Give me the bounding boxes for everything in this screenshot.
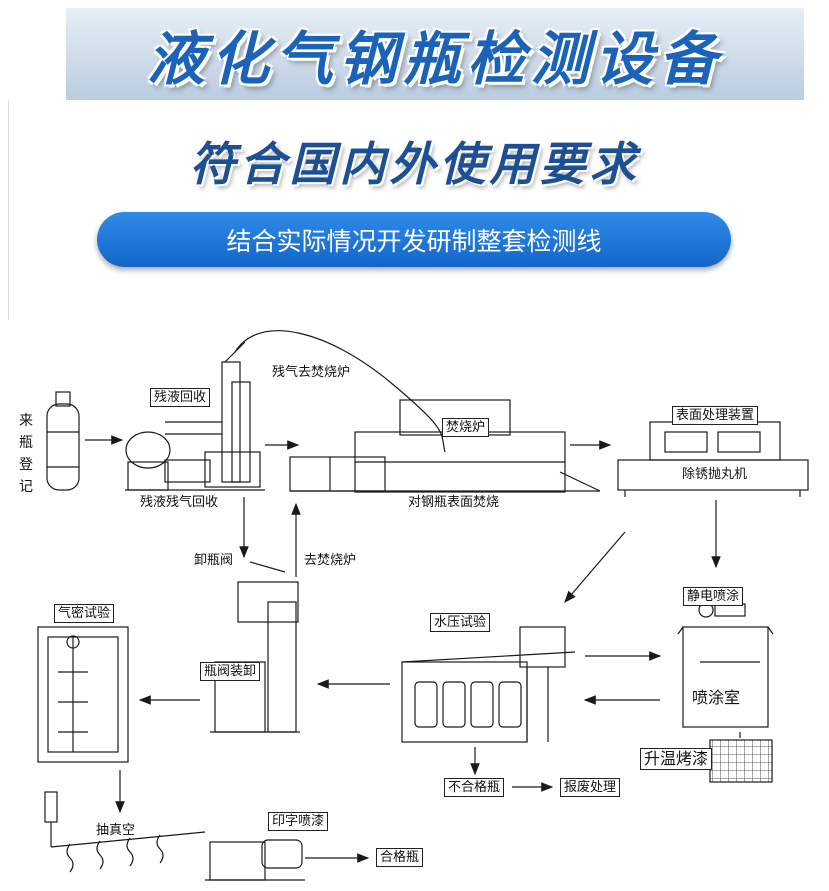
process-flow-drawing (37, 330, 809, 881)
label-air-tightness-test: 气密试验 (54, 604, 115, 623)
title-banner: 液化气钢瓶检测设备 (66, 8, 804, 100)
residual-gas-pipe (234, 330, 446, 453)
label-to-incinerator: 去焚烧炉 (304, 553, 357, 568)
label-spray-room: 喷涂室 (692, 688, 741, 707)
incoming-cylinder-icon (46, 391, 80, 491)
label-incoming: 来瓶登记 (19, 413, 33, 495)
label-surface-treatment: 表面处理装置 (672, 406, 759, 425)
label-scrap-processing: 报废处理 (560, 778, 621, 797)
page-title: 液化气钢瓶检测设备 (146, 25, 723, 93)
arrow-to-hydrostatic (564, 531, 626, 603)
page-subtitle: 符合国内外使用要求 (189, 137, 640, 191)
residual-recovery-unit-icon (125, 341, 265, 491)
label-incinerator: 焚烧炉 (442, 418, 490, 437)
label-shot-blasting: 除锈抛丸机 (682, 467, 748, 482)
label-electrostatic-spray: 静电喷涂 (683, 587, 744, 606)
hydrostatic-test-station-icon (401, 626, 576, 743)
label-residual-liquid-gas-recovery: 残液残气回收 (140, 495, 219, 510)
feature-pill-text: 结合实际情况开发研制整套检测线 (226, 226, 602, 256)
label-heating-baking: 升温烤漆 (640, 748, 713, 770)
label-hydrostatic-test: 水压试验 (430, 613, 491, 632)
vacuum-manifold-icon (44, 791, 206, 873)
valve-unloading-station-icon (210, 561, 300, 733)
baking-oven-grid-icon (709, 739, 773, 783)
shot-blasting-machine-icon (617, 421, 809, 497)
label-surface-incineration: 对钢瓶表面焚烧 (408, 495, 500, 510)
divider (8, 100, 9, 320)
air-tightness-test-rig-icon (37, 626, 129, 763)
label-residual-recovery: 残液回收 (150, 388, 211, 407)
label-unqualified-cylinder: 不合格瓶 (444, 778, 505, 797)
label-print-spray: 印字喷漆 (268, 812, 329, 831)
label-residual-gas-to-incinerator: 残气去焚烧炉 (272, 365, 351, 380)
incinerator-line-icon (289, 399, 601, 493)
label-valve-assembly: 瓶阀装卸 (200, 662, 261, 681)
label-qualified-cylinder: 合格瓶 (376, 848, 424, 867)
print-spray-machine-icon (205, 839, 305, 881)
spray-room-icon (677, 602, 774, 728)
feature-pill: 结合实际情况开发研制整套检测线 (97, 212, 731, 267)
label-valve-unloading: 卸瓶阀 (194, 553, 234, 568)
process-flow-diagram: 来瓶登记 残液回收 残气去焚烧炉 焚烧炉 表面处理装置 除锈抛丸机 残液残气回收… (0, 322, 829, 891)
label-vacuum: 抽真空 (96, 823, 136, 838)
